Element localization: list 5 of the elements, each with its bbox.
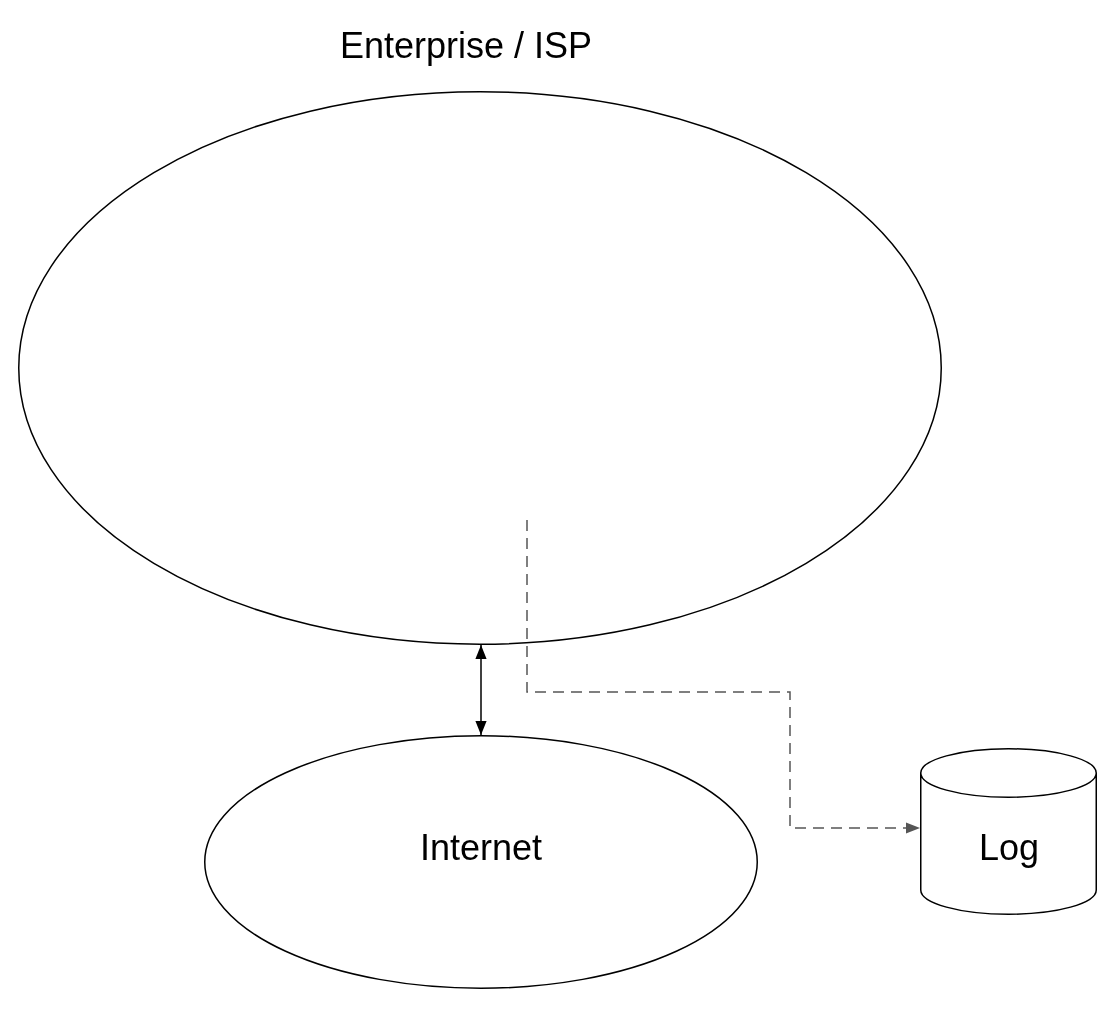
heading: Enterprise / ISP — [339, 26, 593, 66]
node-label: Log — [978, 828, 1040, 868]
arrow — [526, 519, 921, 834]
arrow — [475, 644, 487, 736]
node-label: Internet — [419, 828, 543, 868]
